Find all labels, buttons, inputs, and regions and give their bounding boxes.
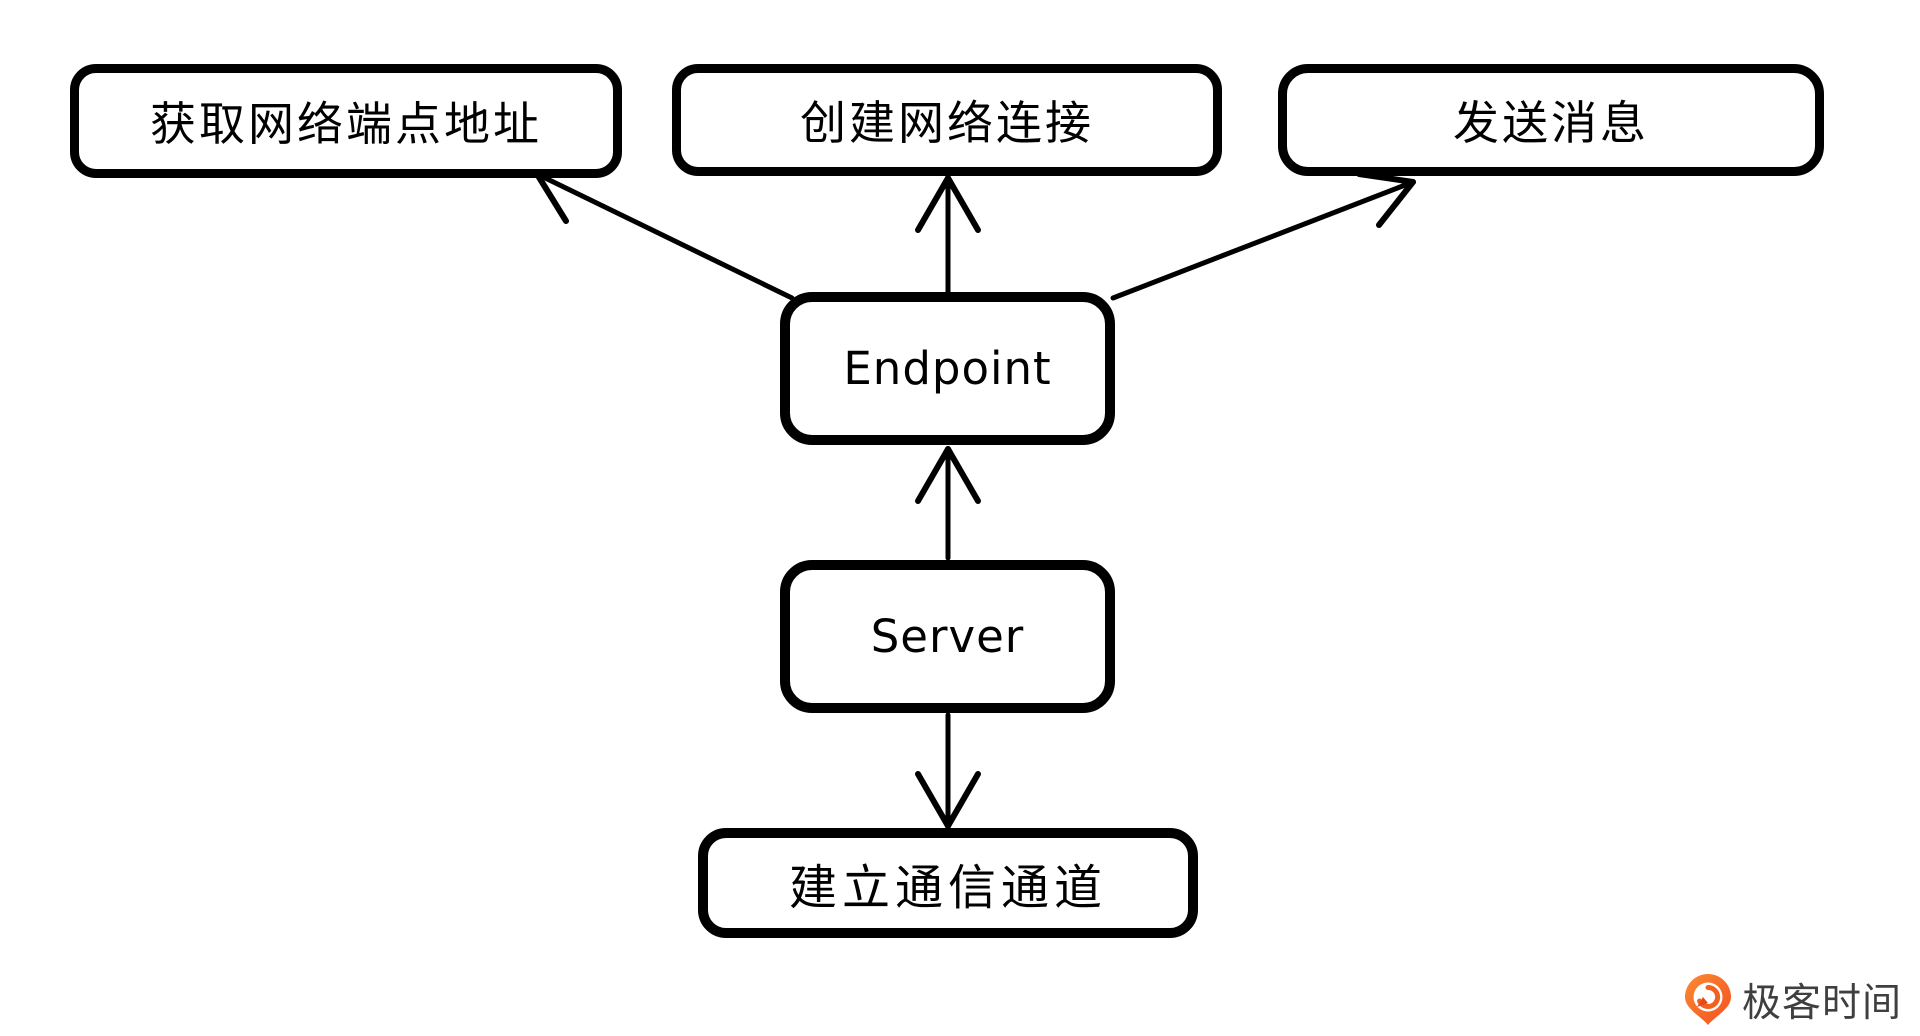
node-send-message: 发送消息 bbox=[1278, 64, 1824, 176]
arrow-server-to-establish-channel bbox=[915, 712, 981, 829]
geektime-brand: 极客时间 bbox=[1682, 972, 1902, 1028]
node-server-label: Server bbox=[870, 610, 1025, 663]
node-endpoint: Endpoint bbox=[780, 292, 1115, 445]
arrow-endpoint-to-create-connection bbox=[915, 175, 981, 295]
geektime-logo-icon bbox=[1684, 974, 1731, 1025]
node-create-connection-label: 创建网络连接 bbox=[800, 98, 1094, 149]
node-get-endpoint-address: 获取网络端点地址 bbox=[70, 64, 622, 178]
node-establish-channel-label: 建立通信通道 bbox=[788, 862, 1107, 915]
arrow-endpoint-to-send-message bbox=[1110, 171, 1416, 301]
arrow-endpoint-to-get-address bbox=[534, 166, 795, 301]
node-send-message-label: 发送消息 bbox=[1453, 98, 1649, 149]
node-get-endpoint-address-label: 获取网络端点地址 bbox=[150, 99, 542, 150]
geektime-logo-text: 极客时间 bbox=[1741, 982, 1902, 1025]
node-establish-channel: 建立通信通道 bbox=[698, 828, 1198, 938]
arrow-server-to-endpoint bbox=[915, 446, 981, 561]
node-create-connection: 创建网络连接 bbox=[672, 64, 1222, 176]
node-endpoint-label: Endpoint bbox=[843, 342, 1052, 395]
node-server: Server bbox=[780, 560, 1115, 713]
